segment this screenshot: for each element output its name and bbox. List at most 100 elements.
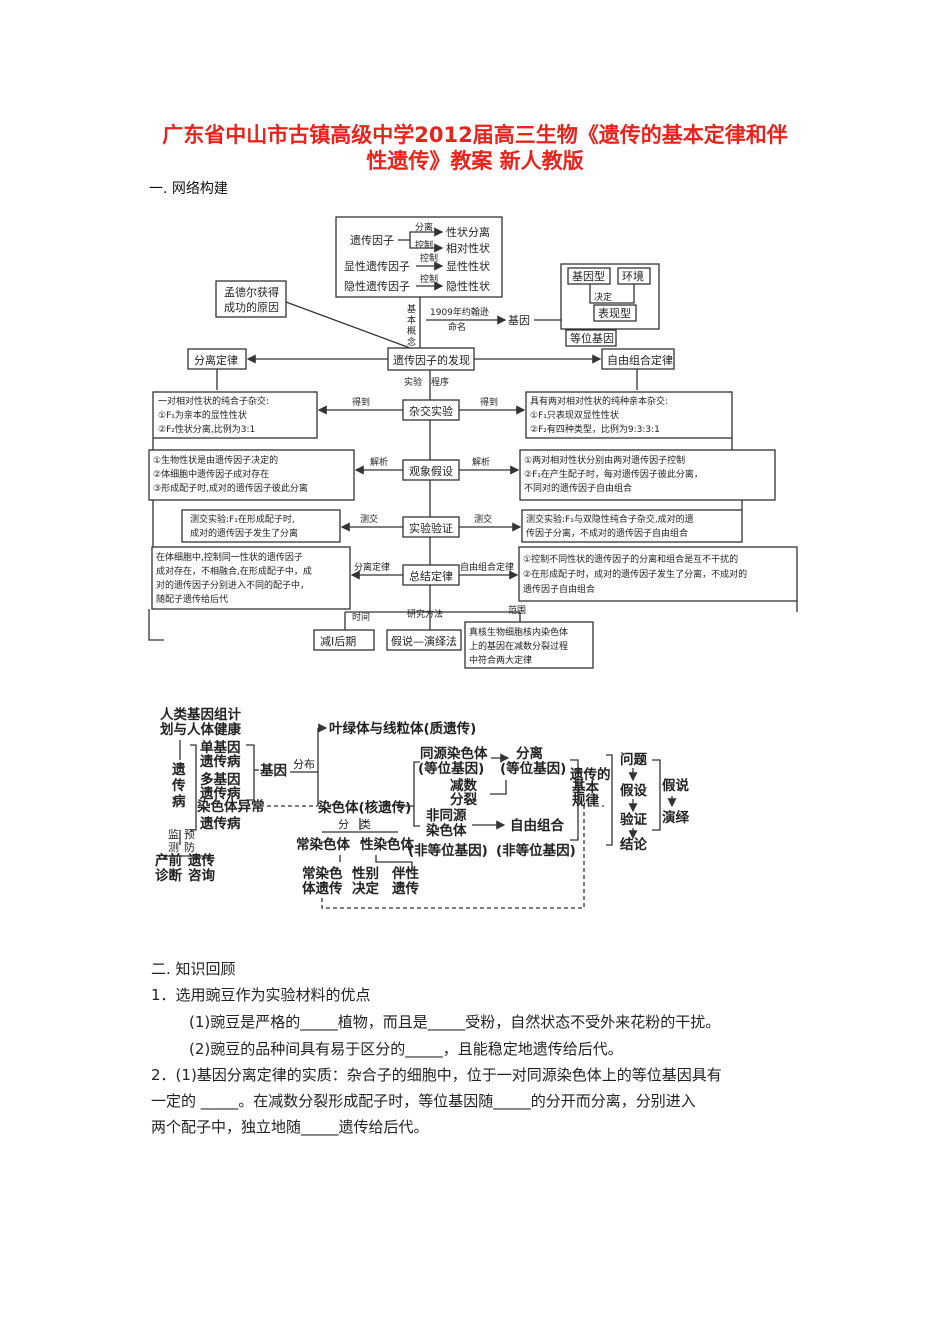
left-hypo-2: ②体细胞中遗传因子成对存在 [153,468,269,480]
relative-trait: 相对性状 [446,241,490,255]
allele-box [565,329,617,347]
question-2-line-1: 2．(1)基因分离定律的实质：杂合子的细胞中，位于一对同源染色体上的等位基因具有 [151,1066,722,1084]
meiosis-i: 减Ⅰ后期 [320,635,356,648]
summary-law: 总结定律 [409,569,453,583]
basic-law-1: 遗传的 [569,766,611,783]
right-verify-2: 传因子分离，不成对的遗传因子自由组合 [526,527,688,539]
left-sum-3: 对的遗传因子分别进入不同的配子中， [156,579,309,591]
hypothesis: 观象假设 [409,464,453,478]
question-1: 1．选用豌豆作为实验材料的优点 [151,986,371,1004]
genotype: 基因型 [572,269,605,283]
right-hypo-2: ②F₁在产生配子时，每对遗传因子彼此分离， [524,468,703,480]
monitor-2: 测 [168,841,179,854]
left-sum-4: 随配子遗传给后代 [156,593,228,605]
hypothesis-2: 假设 [620,782,648,799]
phenotype-box [593,304,637,322]
scope-2: 上的基因在减数分裂过程 [469,640,568,652]
right-sum-1: ①控制不同性状的遗传因子的分离和组合是互不干扰的 [523,553,738,565]
single-2: 遗传病 [199,753,241,770]
seg-arrow-label: 分离 [415,221,433,233]
distribution: 分布 [293,758,315,771]
right-sum-box [518,546,798,602]
separate-1: 分离 [516,745,543,762]
hgp-1: 人类基因组计 [160,706,241,723]
left-sum-2: 成对存在，不相融合,在形成配子中，成 [156,565,312,577]
left-hypo-1: ①生物性状是由遗传因子决定的 [153,454,278,466]
prenatal-2: 诊断 [155,867,182,884]
basic-char-3: 概 [407,325,416,337]
question-2-line-2: 一定的 _____。在减数分裂形成配子时，等位基因随_____的分开而分离，分别… [151,1092,696,1110]
auto-inh-2: 体遗传 [302,880,343,897]
multi-1: 多基因 [200,771,241,788]
sex-chromosome: 性染色体 [360,836,414,853]
right-verify-box [521,509,743,543]
dominant-trait: 显性性状 [446,259,490,273]
classify: 分 类 [338,817,371,831]
phenotype: 表现型 [598,306,631,320]
gene-2: 基因 [260,762,287,779]
ind-law: 自由组合定律 [607,353,673,367]
testcross-right: 测交 [474,513,492,525]
left-cross-1: 一对相对性状的纯合子杂交: [158,395,269,407]
non-allele-1: (非等位基因) [408,842,488,859]
environment: 环境 [622,269,644,283]
right-sum-2: ②在形成配子时，成对的遗传因子发生了分离，不成对的 [523,568,747,580]
recessive-factor: 隐性遗传因子 [344,279,410,293]
get-left: 得到 [352,396,370,408]
question-1-a: (1)豌豆是严格的_____植物，而且是_____受粉，自然状态不受外来花粉的干… [189,1013,721,1031]
johannsen-1909: 1909年约翰逊 [430,306,489,318]
basic-law-2: 基本 [572,779,600,796]
dominant-factor: 显性遗传因子 [344,259,410,273]
homolog-2: (等位基因) [418,760,484,777]
basic-char-2: 本 [407,314,416,326]
time-label: 时间 [352,611,370,623]
meiosis-box [313,629,375,651]
disease-2: 传 [171,777,186,794]
seg-label: 分离定律 [354,561,390,573]
left-cross-3: ②F₂性状分离,比例为3:1 [158,423,255,435]
ind-label: 自由组合定律 [460,561,514,573]
right-cross-box [525,391,733,439]
method-label: 研究方法 [407,608,443,620]
right-verify-1: 测交实验:F₁与双隐性纯合子杂交,成对的遗 [526,513,694,525]
basic-char-4: 念 [407,336,416,348]
disease-3: 病 [172,793,186,810]
ctrl-label-3: 控制 [420,273,438,285]
single-1: 单基因 [200,739,241,756]
scope-1: 真核生物细胞核内染色体 [469,626,568,638]
ind-law-box [601,348,675,370]
homolog-1: 同源染色体 [420,745,488,762]
auto-inh-1: 常染色 [302,865,343,882]
question: 问题 [620,751,648,768]
testcross-left: 测交 [360,513,378,525]
left-verify-1: 测交实验:F₁在形成配子时, [190,513,295,525]
sex-link-2: 遗传 [391,880,419,897]
gene-label: 基因 [508,314,530,327]
non-allele-2: (非等位基因) [496,842,576,859]
cross-exp: 杂交实验 [409,404,453,418]
right-cross-3: ②F₂有四种类型，比例为9:3:3:1 [530,423,660,435]
autosome: 常染色体 [296,836,350,853]
exp-procedure: 实验 程序 [404,376,449,388]
left-verify-2: 成对的遗传因子发生了分离 [190,527,298,539]
hgp-2: 划与人体健康 [160,721,241,738]
right-cross-2: ①F₁只表现双显性性状 [530,409,619,421]
allele: 等位基因 [570,331,614,345]
mendel-line-2: 成功的原因 [224,300,279,314]
mendel-line-1: 孟德尔获得 [224,285,279,299]
trait-separation: 性状分离 [446,225,490,239]
left-hypo-box [148,449,355,501]
right-hypo-box [519,449,776,501]
exp-verify: 实验验证 [409,521,453,535]
explain-right: 解析 [472,456,490,468]
multi-2: 遗传病 [199,785,241,802]
nuclear-inheritance: 染色体(核遗传) [318,799,411,816]
counsel-1: 遗传 [187,852,215,869]
right-cross-1: 具有两对相对性状的纯种亲本杂交: [530,395,668,407]
left-hypo-3: ③形成配子时,成对的遗传因子彼此分离 [153,482,308,494]
ctrl-label-2: 控制 [420,252,438,264]
hd-method-box [386,629,462,651]
meiosis-1: 减数 [450,777,477,794]
nonhomolog-1: 非同源 [426,807,467,824]
